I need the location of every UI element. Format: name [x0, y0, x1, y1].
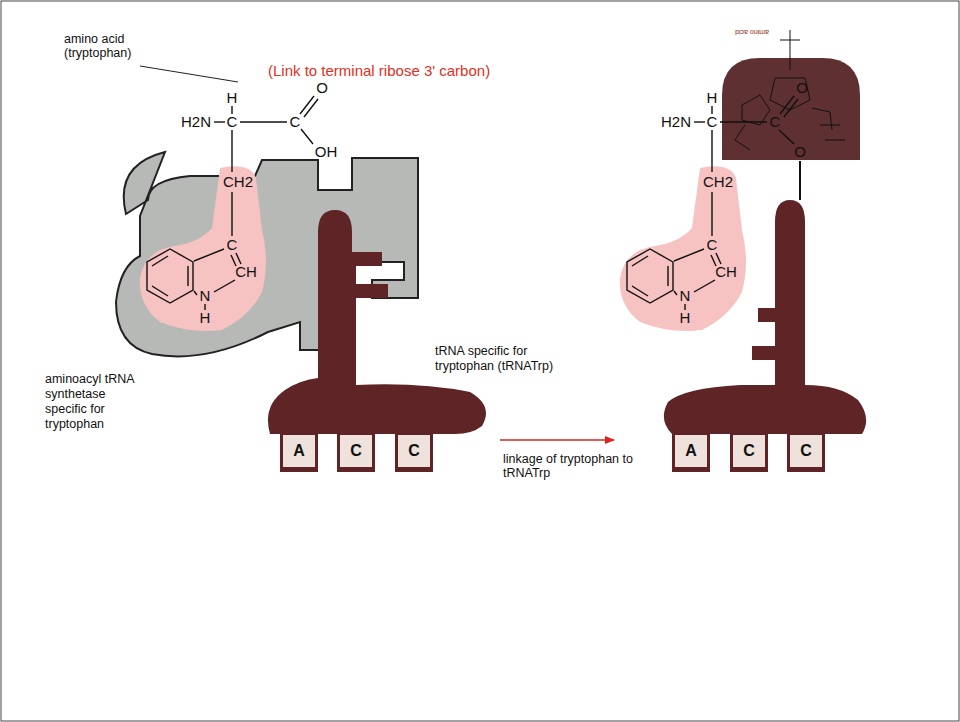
trna-molecule: tRNA specific for tryptophan (tRNATrp) A C…	[265, 205, 600, 475]
nucleotide-box: A	[672, 432, 710, 470]
nucleotide-box: C	[395, 432, 433, 470]
atom-label: CH2	[223, 173, 253, 190]
atom-label: O	[316, 79, 328, 96]
atom-label: C	[707, 113, 718, 130]
atom-label: C	[707, 236, 718, 253]
atom-label: H2N	[181, 113, 211, 130]
trna-right-shape	[664, 200, 866, 434]
atom-label: H	[680, 309, 691, 326]
part-label: linkage of tryptophan to tRNATrp	[503, 452, 635, 481]
base-letter: C	[408, 442, 420, 460]
trna-left-shape	[268, 210, 486, 434]
part-label: tRNA specific for tryptophan (tRNATrp)	[435, 344, 585, 374]
atom-label: N	[680, 287, 691, 304]
nucleotide-box: C	[730, 432, 768, 470]
atom-label: CH	[235, 263, 257, 280]
note-text: (Link to terminal ribose 3' carbon)	[268, 62, 490, 79]
nucleotide-box: C	[337, 432, 375, 470]
inset-label: amino acid	[735, 28, 769, 36]
atom-label: C	[770, 113, 781, 130]
atom-label: CH2	[703, 173, 733, 190]
atom-label: H2N	[661, 113, 691, 130]
atom-label: H	[227, 89, 238, 106]
base-letter: A	[293, 442, 305, 460]
atom-label: N	[200, 287, 211, 304]
atom-label: C	[290, 113, 301, 130]
nucleotide-box: C	[787, 432, 825, 470]
atom-label: H	[707, 89, 718, 106]
atom-label: H	[200, 309, 211, 326]
atom-label: C	[227, 113, 238, 130]
base-letter: A	[685, 442, 697, 460]
synthetase-enzyme: aminoacyl tRNA synthetase specific for t…	[118, 150, 418, 365]
nucleotide-box: A	[280, 432, 318, 470]
atom-label: OH	[315, 143, 338, 160]
base-letter: C	[350, 442, 362, 460]
atom-label: C	[227, 236, 238, 253]
atom-label: CH	[715, 263, 737, 280]
base-letter: C	[743, 442, 755, 460]
base-letter: C	[800, 442, 812, 460]
part-label: aminoacyl tRNA synthetase specific for t…	[45, 372, 150, 432]
atom-label: O	[796, 79, 808, 96]
part-label: amino acid (tryptophan)	[64, 32, 154, 61]
ribose-inset	[720, 18, 862, 160]
atom-label: O	[794, 143, 806, 160]
